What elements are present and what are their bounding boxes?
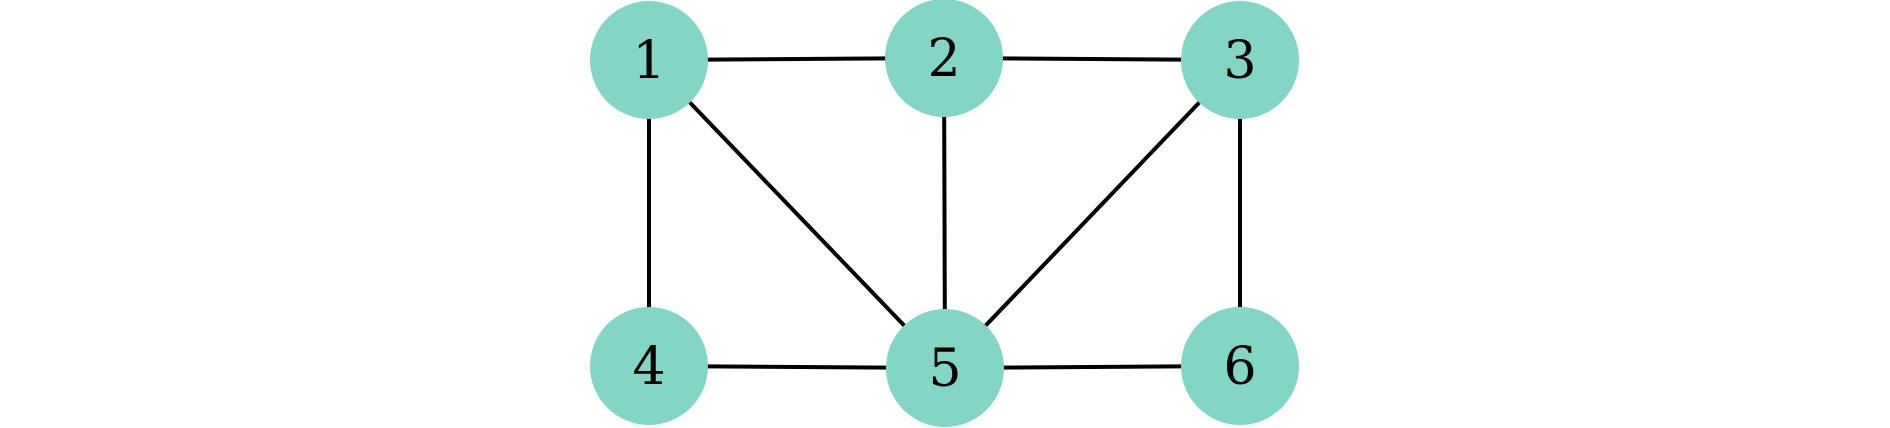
- node-4: 4: [590, 307, 708, 425]
- node-circle: [1181, 1, 1299, 119]
- node-circle: [885, 0, 1003, 117]
- node-label: 2: [927, 29, 960, 89]
- node-label: 4: [632, 337, 665, 397]
- nodes-layer: 1 2 3 4 5 6: [590, 0, 1299, 427]
- node-1: 1: [590, 1, 708, 119]
- node-5: 5: [886, 309, 1004, 427]
- node-circle: [590, 307, 708, 425]
- node-circle: [1181, 307, 1299, 425]
- node-label: 3: [1223, 31, 1256, 91]
- node-3: 3: [1181, 1, 1299, 119]
- node-2: 2: [885, 0, 1003, 117]
- node-label: 6: [1223, 337, 1256, 397]
- edge-3-5: [943, 58, 1242, 370]
- node-label: 1: [632, 31, 665, 91]
- edge-1-5: [647, 58, 947, 370]
- node-6: 6: [1181, 307, 1299, 425]
- node-circle: [886, 309, 1004, 427]
- node-label: 5: [928, 339, 961, 399]
- node-circle: [590, 1, 708, 119]
